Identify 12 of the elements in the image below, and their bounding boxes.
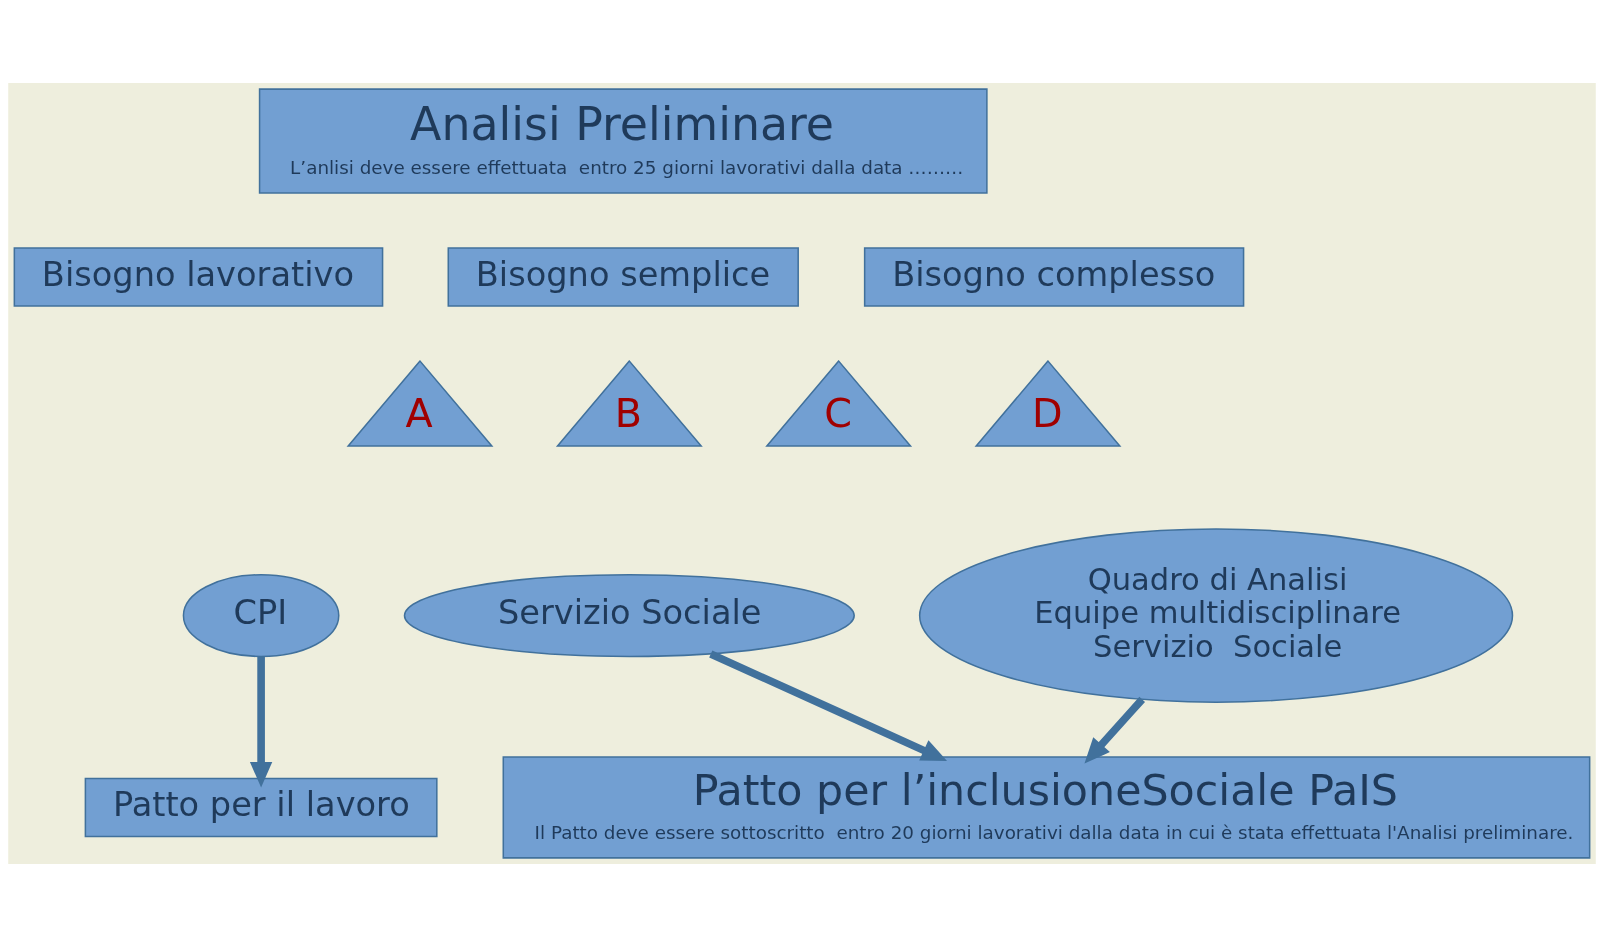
arrow	[1084, 696, 1146, 764]
node-ellipse: CPI	[182, 573, 340, 657]
node-box: Patto per l’inclusioneSociale PaIS Il Patto deve essere sottoscritto entro 20 giorni lavorativi dalla data in cui è stata effettuata l'Analisi preliminare.	[502, 755, 1591, 859]
node-box: Analisi Preliminare L’anlisi deve essere effettuata entro 25 giorni lavorativi dalla data ………	[258, 87, 988, 194]
node-box: Bisogno complesso	[863, 246, 1245, 307]
node-box: Bisogno lavorativo	[13, 246, 384, 307]
node-box: Bisogno semplice	[447, 246, 799, 307]
node-box: Patto per il lavoro	[84, 777, 438, 837]
node-ellipse: Quadro di Analisi Equipe multidisciplinare Servizio Sociale	[918, 527, 1514, 703]
arrow	[709, 650, 948, 761]
node-ellipse: Servizio Sociale	[403, 573, 855, 657]
arrow	[249, 656, 273, 788]
